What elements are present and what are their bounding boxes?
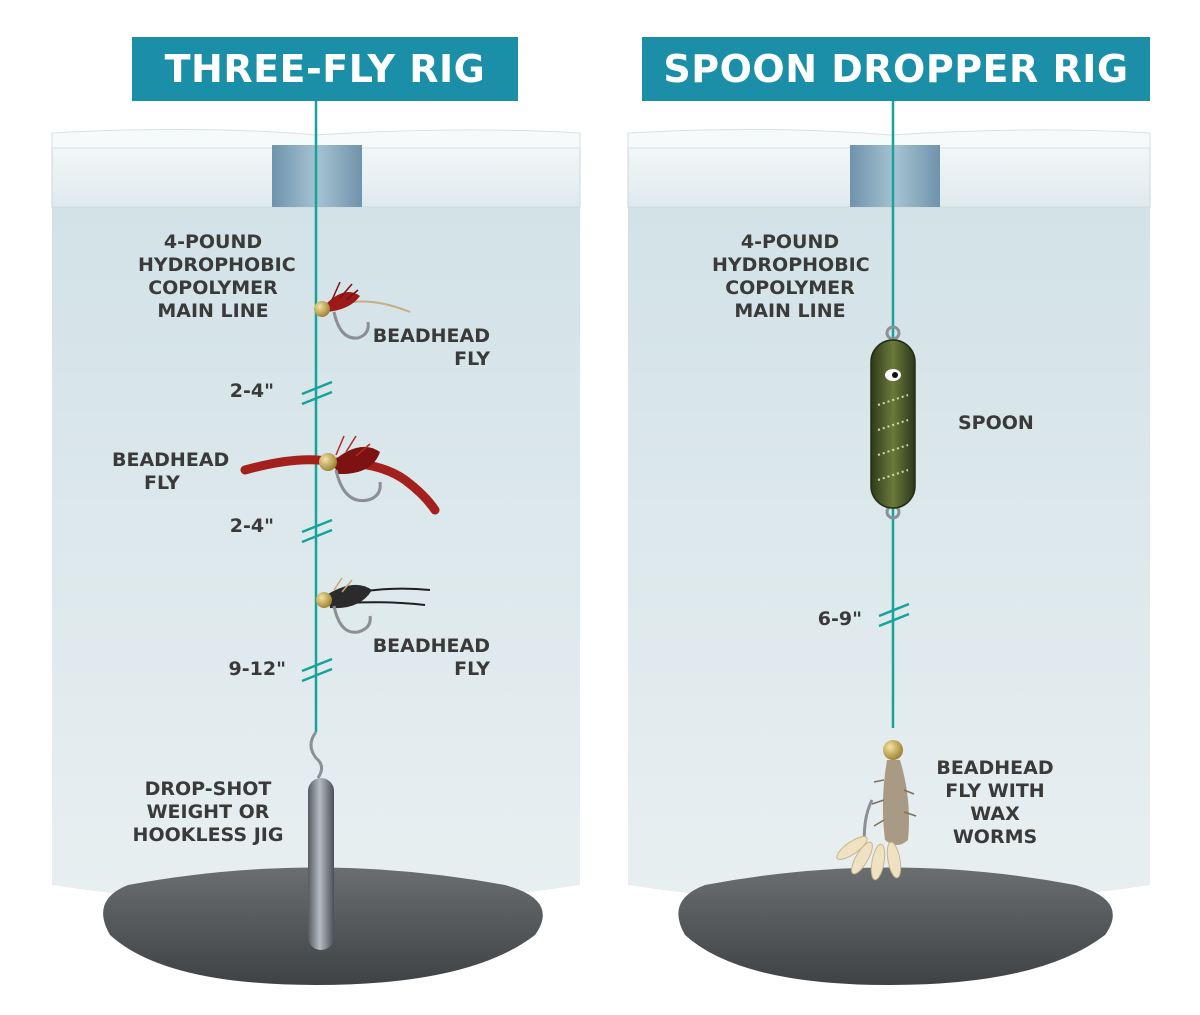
left-gap-3-marks (301, 657, 333, 683)
left-fly-2-label-line-2: FLY (144, 472, 180, 494)
left-rig (240, 95, 440, 950)
left-fly-2-label: BEADHEAD FLY (112, 449, 230, 495)
wax-worms (836, 836, 902, 881)
right-snow (627, 128, 1151, 149)
left-rig-title: THREE-FLY RIG (132, 37, 518, 101)
left-fly-3-label-line-2: FLY (454, 658, 490, 680)
left-gap-2-marks (301, 518, 333, 544)
left-fly-3-label: BEADHEAD FLY (360, 635, 490, 681)
right-fly-label-line-4: WORMS (952, 826, 1038, 848)
left-gap-2-label: 2-4" (229, 515, 274, 537)
right-main-line-label-line-3: COPOLYMER (725, 277, 855, 299)
right-fly-label-line-2: FLY WITH (945, 780, 1045, 802)
left-main-line-label-line-2: HYDROPHOBIC (138, 254, 296, 276)
left-fly-2-label-line-1: BEADHEAD (112, 449, 230, 471)
left-beadhead-fly-3 (316, 577, 431, 634)
left-weight-label-line-3: HOOKLESS JIG (132, 824, 284, 846)
right-ice-hole (850, 145, 940, 207)
right-gap-marks (878, 602, 910, 628)
right-main-line-label-line-1: 4-POUND (740, 231, 840, 253)
left-gap-1-marks (301, 380, 333, 406)
right-main-line-label-line-2: HYDROPHOBIC (712, 254, 870, 276)
left-weight-label-line-1: DROP-SHOT (144, 778, 272, 800)
left-fly-1-label-line-1: BEADHEAD (372, 325, 490, 347)
left-main-line-label-line-3: COPOLYMER (148, 277, 278, 299)
right-beadhead-fly-wax-worms (836, 740, 917, 881)
left-main-line-label: 4-POUND HYDROPHOBIC COPOLYMER MAIN LINE (138, 231, 296, 323)
left-gap-1-label: 2-4" (229, 380, 274, 402)
left-fly-3-label-line-1: BEADHEAD (372, 635, 490, 657)
right-fly-label-line-1: BEADHEAD (936, 757, 1054, 779)
right-spoon (870, 325, 916, 520)
right-water (628, 200, 1150, 905)
left-fly-1-label-line-2: FLY (454, 348, 490, 370)
right-spoon-label: SPOON (958, 412, 1034, 434)
left-main-line-label-line-1: 4-POUND (163, 231, 263, 253)
left-beadhead-fly-2 (240, 435, 440, 515)
left-main-line-label-line-4: MAIN LINE (157, 300, 269, 322)
left-weight-label: DROP-SHOT WEIGHT OR HOOKLESS JIG (120, 778, 296, 847)
right-lake-bottom (678, 867, 1113, 985)
left-drop-shot-weight (308, 731, 334, 950)
left-weight-label-line-2: WEIGHT OR (146, 801, 270, 823)
right-rig (836, 95, 917, 881)
left-gap-3-label: 9-12" (228, 658, 286, 680)
right-water-panel (627, 128, 1151, 985)
right-main-line-label-line-4: MAIN LINE (734, 300, 846, 322)
right-fly-label-line-3: WAX (970, 803, 1020, 825)
right-fly-label: BEADHEAD FLY WITH WAX WORMS (930, 757, 1060, 849)
right-rig-title: SPOON DROPPER RIG (642, 37, 1150, 101)
right-gap-label: 6-9" (817, 608, 862, 630)
left-beadhead-fly-1 (314, 281, 411, 340)
left-fly-1-label: BEADHEAD FLY (360, 325, 490, 371)
right-main-line-label: 4-POUND HYDROPHOBIC COPOLYMER MAIN LINE (712, 231, 870, 323)
